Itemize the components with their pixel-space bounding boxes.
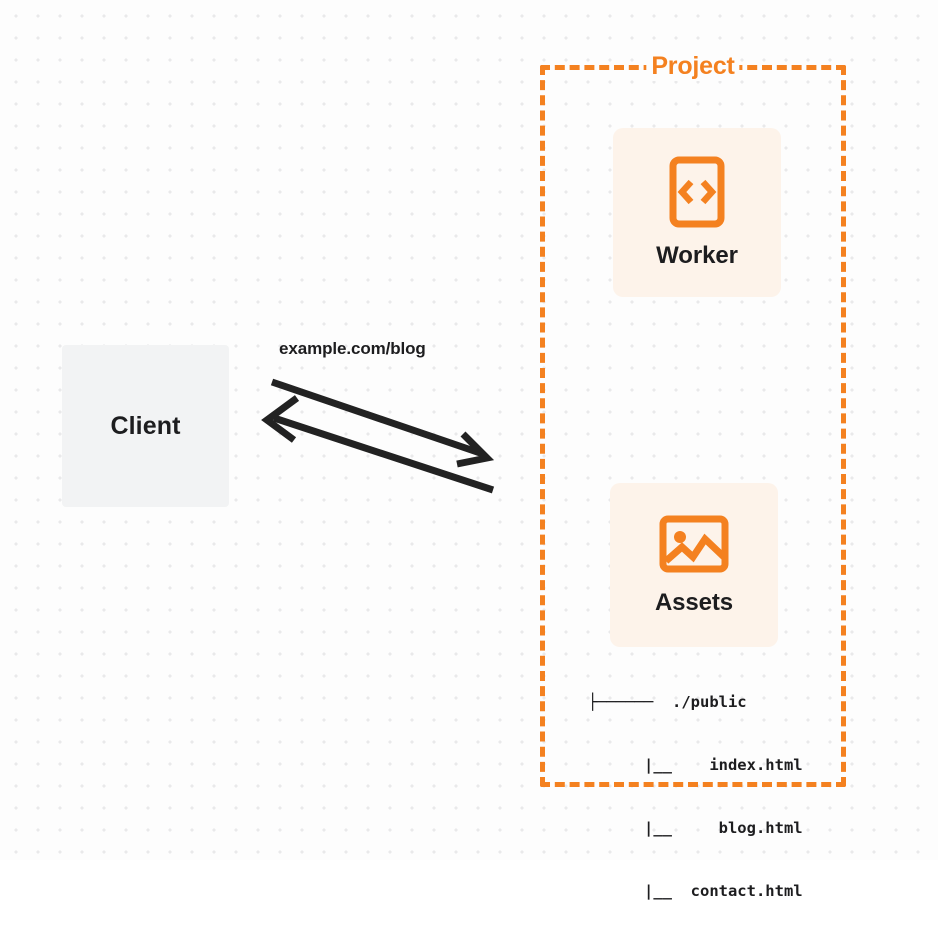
project-group-label: Project: [646, 52, 740, 81]
response-arrow-icon: [261, 395, 495, 494]
connector-label: example.com/blog: [279, 339, 426, 358]
code-brackets-document-icon: [669, 156, 725, 227]
file-tree-line: |__ blog.html: [588, 819, 803, 837]
client-node[interactable]: Client: [62, 345, 229, 507]
worker-card[interactable]: Worker: [613, 128, 781, 297]
connector-arrows: [261, 378, 495, 494]
assets-file-tree: ├────── ./public |__ index.html |__ blog…: [588, 650, 803, 944]
client-node-label: Client: [110, 411, 181, 440]
image-picture-icon: [659, 515, 729, 573]
assets-card-label: Assets: [654, 589, 734, 616]
request-arrow-icon: [270, 378, 495, 468]
file-tree-line: ├────── ./public: [588, 693, 747, 711]
worker-card-label: Worker: [656, 241, 738, 269]
file-tree-line: |__ contact.html: [588, 882, 803, 900]
diagram-canvas: Client example.com/blog Project Worker: [0, 0, 938, 900]
file-tree-line: |__ index.html: [588, 756, 803, 774]
assets-card[interactable]: Assets: [610, 483, 778, 647]
project-group: Project: [540, 52, 846, 787]
